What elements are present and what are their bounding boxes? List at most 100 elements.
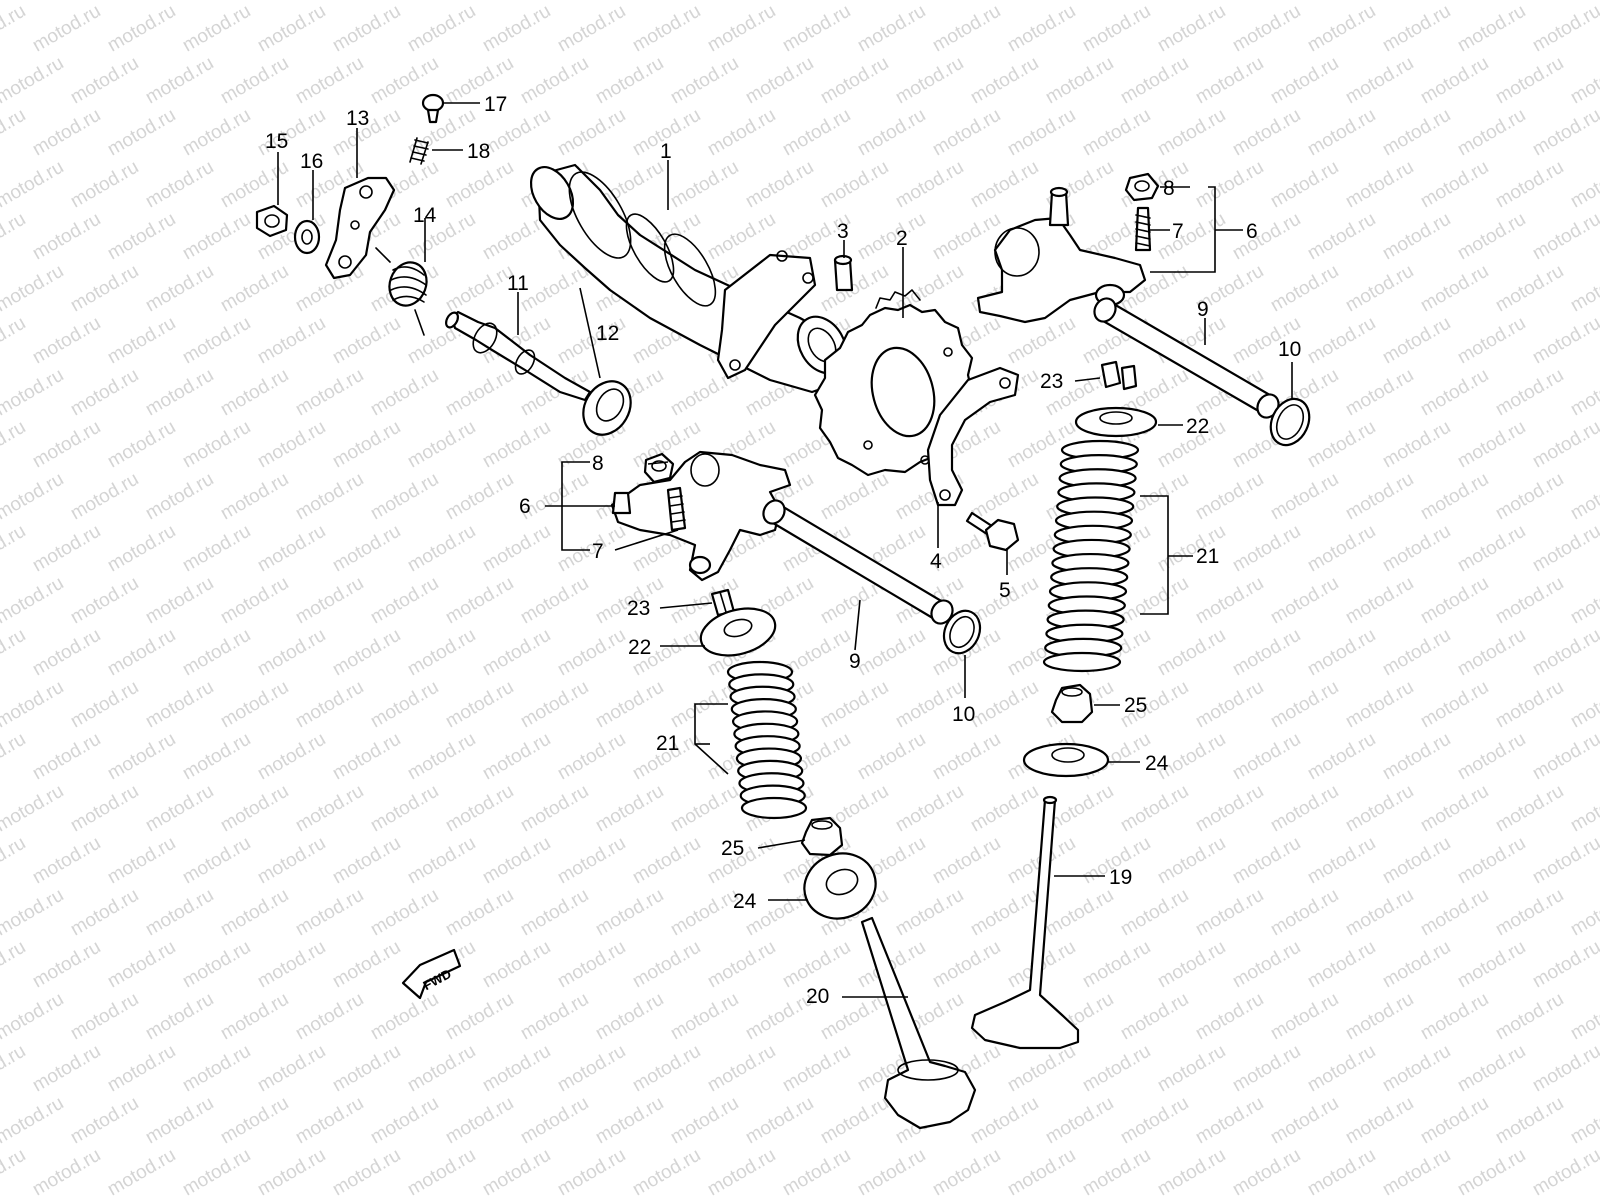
watermark-text: motod.ru	[1229, 105, 1304, 161]
callout-18: 18	[467, 140, 490, 163]
watermark-text: motod.ru	[854, 1145, 929, 1200]
adjusting-screw-lower	[666, 486, 687, 532]
watermark-text: motod.ru	[217, 989, 292, 1045]
spring-coil	[1042, 651, 1122, 673]
watermark-text: motod.ru	[1342, 677, 1417, 733]
callout-23-upper: 23	[1040, 370, 1063, 393]
watermark-text: motod.ru	[1117, 0, 1192, 4]
watermark-text: motod.ru	[0, 1093, 67, 1149]
retainer-plate	[926, 366, 1020, 507]
watermark-text: motod.ru	[1117, 573, 1192, 629]
callout-25-lower: 25	[721, 837, 744, 860]
watermark-text: motod.ru	[817, 469, 892, 525]
watermark-text: motod.ru	[1304, 521, 1379, 577]
locknut-lower	[643, 452, 675, 484]
watermark-text: motod.ru	[1417, 573, 1492, 629]
callout-21-lower: 21	[656, 732, 679, 755]
watermark-text: motod.ru	[0, 0, 67, 4]
watermark-text: motod.ru	[0, 365, 67, 421]
watermark-text: motod.ru	[742, 1093, 817, 1149]
watermark-text: motod.ru	[1529, 729, 1600, 785]
watermark-text: motod.ru	[1567, 885, 1600, 941]
watermark-text: motod.ru	[592, 0, 667, 4]
watermark-text: motod.ru	[704, 105, 779, 161]
callout-20: 20	[806, 985, 829, 1008]
watermark-text: motod.ru	[1304, 313, 1379, 369]
watermark-text: motod.ru	[0, 261, 67, 317]
watermark-text: motod.ru	[179, 937, 254, 993]
watermark-text: motod.ru	[29, 1041, 104, 1097]
watermark-text: motod.ru	[1229, 1041, 1304, 1097]
callout-25-upper: 25	[1124, 694, 1147, 717]
watermark-text: motod.ru	[367, 469, 442, 525]
watermark-text: motod.ru	[217, 677, 292, 733]
watermark-text: motod.ru	[217, 573, 292, 629]
watermark-text: motod.ru	[1192, 1093, 1267, 1149]
watermark-text: motod.ru	[104, 937, 179, 993]
watermark-text: motod.ru	[142, 781, 217, 837]
watermark-text: motod.ru	[0, 313, 29, 369]
watermark-text: motod.ru	[1342, 0, 1417, 4]
watermark-text: motod.ru	[142, 677, 217, 733]
watermark-text: motod.ru	[1229, 521, 1304, 577]
watermark-text: motod.ru	[1454, 313, 1529, 369]
small-spring	[409, 137, 429, 165]
watermark-text: motod.ru	[1342, 469, 1417, 525]
watermark-text: motod.ru	[329, 1, 404, 57]
watermark-text: motod.ru	[517, 573, 592, 629]
watermark-text: motod.ru	[29, 105, 104, 161]
watermark-text: motod.ru	[1567, 573, 1600, 629]
watermark-text: motod.ru	[104, 209, 179, 265]
watermark-text: motod.ru	[967, 885, 1042, 941]
watermark-text: motod.ru	[29, 729, 104, 785]
watermark-text: motod.ru	[217, 0, 292, 4]
valve-spring-lower	[726, 660, 808, 820]
watermark-text: motod.ru	[29, 521, 104, 577]
watermark-text: motod.ru	[1192, 573, 1267, 629]
watermark-text: motod.ru	[0, 521, 29, 577]
watermark-text: motod.ru	[29, 313, 104, 369]
watermark-text: motod.ru	[592, 677, 667, 733]
watermark-text: motod.ru	[1342, 365, 1417, 421]
watermark-text: motod.ru	[217, 261, 292, 317]
watermark-text: motod.ru	[67, 261, 142, 317]
watermark-text: motod.ru	[217, 365, 292, 421]
watermark-text: motod.ru	[217, 469, 292, 525]
watermark-text: motod.ru	[142, 1093, 217, 1149]
watermark-text: motod.ru	[1492, 989, 1567, 1045]
watermark-text: motod.ru	[1379, 1, 1454, 57]
watermark-text: motod.ru	[1567, 53, 1600, 109]
oil-seal	[582, 380, 632, 436]
watermark-text: motod.ru	[292, 885, 367, 941]
callout-9-upper: 9	[1197, 298, 1209, 321]
watermark-text: motod.ru	[67, 573, 142, 629]
watermark-text: motod.ru	[1154, 1145, 1229, 1200]
watermark-text: motod.ru	[592, 885, 667, 941]
watermark-text: motod.ru	[1042, 0, 1117, 4]
watermark-text: motod.ru	[442, 365, 517, 421]
callout-22-lower: 22	[628, 636, 651, 659]
watermark-text: motod.ru	[1529, 105, 1600, 161]
watermark-text: motod.ru	[0, 469, 67, 525]
watermark-text: motod.ru	[329, 937, 404, 993]
watermark-text: motod.ru	[292, 0, 367, 4]
watermark-text: motod.ru	[292, 469, 367, 525]
watermark-text: motod.ru	[1454, 1145, 1529, 1200]
watermark-text: motod.ru	[854, 1, 929, 57]
watermark-text: motod.ru	[592, 1093, 667, 1149]
watermark-text: motod.ru	[1079, 1145, 1154, 1200]
watermark-text: motod.ru	[817, 157, 892, 213]
watermark-text: motod.ru	[254, 1041, 329, 1097]
watermark-text: motod.ru	[479, 1041, 554, 1097]
screw	[421, 93, 445, 124]
watermark-text: motod.ru	[1529, 937, 1600, 993]
watermark-text: motod.ru	[1417, 469, 1492, 525]
watermark-text: motod.ru	[1454, 1, 1529, 57]
watermark-text: motod.ru	[292, 989, 367, 1045]
watermark-text: motod.ru	[1267, 0, 1342, 4]
watermark-text: motod.ru	[1304, 833, 1379, 889]
watermark-text: motod.ru	[1454, 521, 1529, 577]
callout-9-lower: 9	[849, 650, 861, 673]
watermark-text: motod.ru	[1192, 0, 1267, 4]
watermark-text: motod.ru	[1117, 53, 1192, 109]
